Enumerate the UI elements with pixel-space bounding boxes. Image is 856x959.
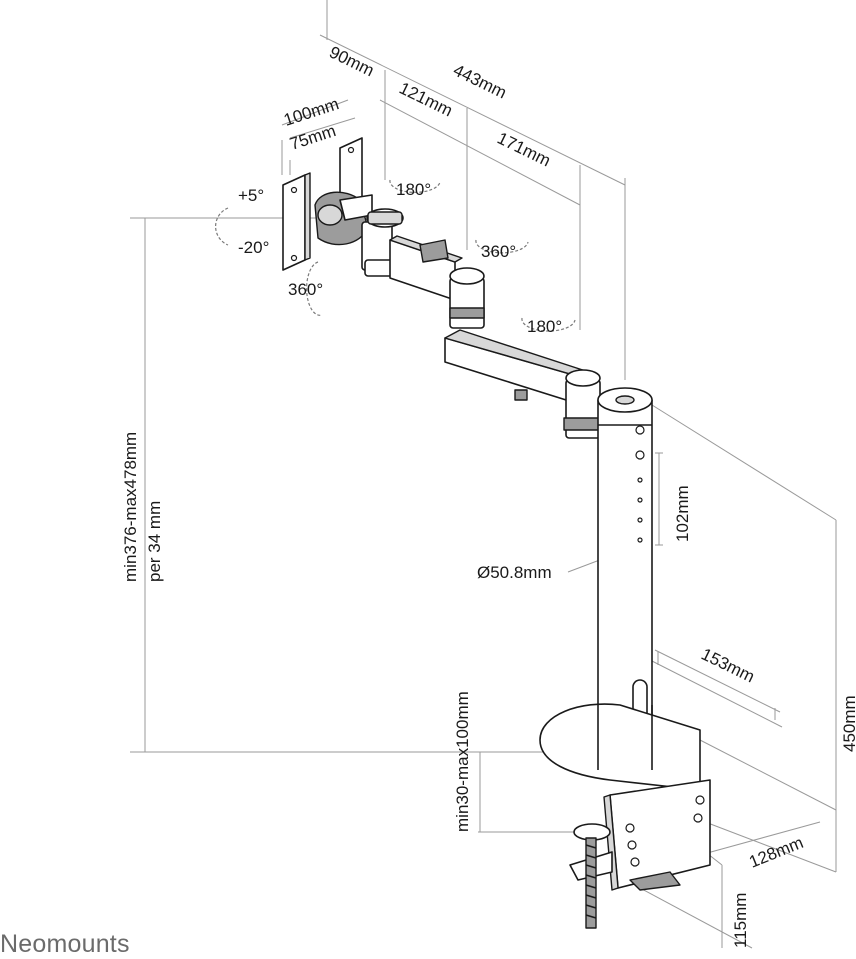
angle-base-swivel: 180° — [527, 317, 562, 336]
swivel-arc-base-icon — [521, 317, 576, 332]
dim-clamp-width: 128mm — [746, 833, 806, 872]
angle-arm-swivel: 360° — [481, 242, 516, 261]
dim-desk-thickness: min30-max100mm — [453, 691, 472, 832]
clamp-screw — [585, 837, 597, 929]
angle-tilt-up: +5° — [238, 186, 264, 205]
swivel-arc-arm-icon — [475, 239, 529, 254]
angle-rotate-plate: 360° — [288, 280, 323, 299]
clamp-body — [609, 779, 711, 889]
tilt-arc-icon — [215, 207, 229, 246]
angle-labels: +5° -20° 360° 180° 360° 180° — [238, 180, 562, 336]
monitor-arm — [282, 137, 711, 929]
dim-pole-holes: 102mm — [673, 485, 692, 542]
rotate-arc-icon — [306, 261, 323, 316]
joint-middle — [449, 277, 485, 329]
brand-logo: Neomounts — [0, 930, 130, 958]
dimension-labels: 90mm 443mm 121mm 171mm 100mm 75mm 102mm … — [121, 43, 856, 948]
dim-total-depth: 443mm — [450, 61, 509, 103]
dim-base-depth: 153mm — [698, 645, 757, 687]
dim-arm-1: 121mm — [396, 79, 455, 121]
dim-pole-diameter: Ø50.8mm — [477, 563, 552, 582]
angle-head-swivel: 180° — [396, 180, 431, 199]
dim-clamp-depth: 115mm — [731, 893, 750, 948]
base-plate — [539, 703, 701, 791]
dim-head-offset: 90mm — [326, 43, 377, 81]
rotation-arcs — [215, 179, 576, 332]
angle-tilt-down: -20° — [238, 238, 269, 257]
dimension-lines — [130, 0, 837, 949]
dim-height-range: min376-max478mm — [121, 432, 140, 582]
dim-height-step: per 34 mm — [145, 501, 164, 582]
dim-pole-height: 450mm — [840, 695, 856, 752]
